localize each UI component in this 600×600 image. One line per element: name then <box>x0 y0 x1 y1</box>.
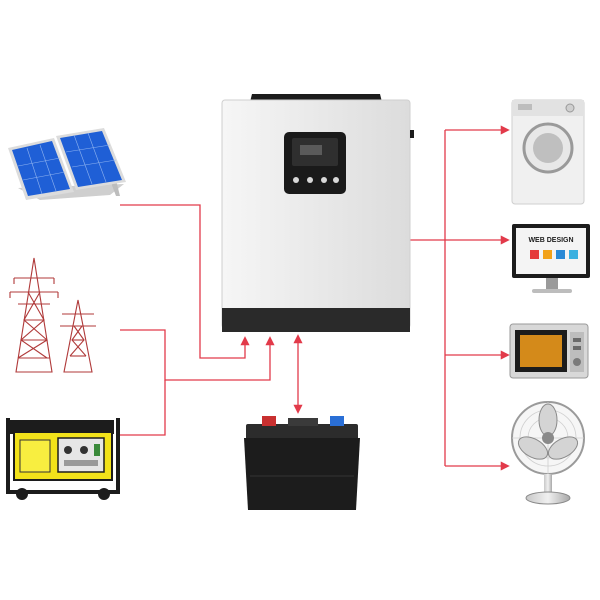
desk-fan-icon <box>511 401 585 505</box>
inverter-display <box>284 132 346 194</box>
generator-connector <box>120 380 166 436</box>
microwave-icon <box>509 323 589 379</box>
grid-connector <box>120 329 275 381</box>
hybrid-inverter-icon <box>221 94 414 332</box>
solar-connector <box>120 204 250 359</box>
solar-panel-icon <box>8 128 126 200</box>
generator-icon <box>6 418 120 500</box>
connectors <box>120 125 510 471</box>
monitor-icon: WEB DESIGN <box>512 224 590 293</box>
power-pylon-icon <box>9 257 96 373</box>
monitor-screen-text: WEB DESIGN <box>528 237 573 244</box>
battery-icon <box>244 416 360 510</box>
washing-machine-icon <box>511 99 585 205</box>
